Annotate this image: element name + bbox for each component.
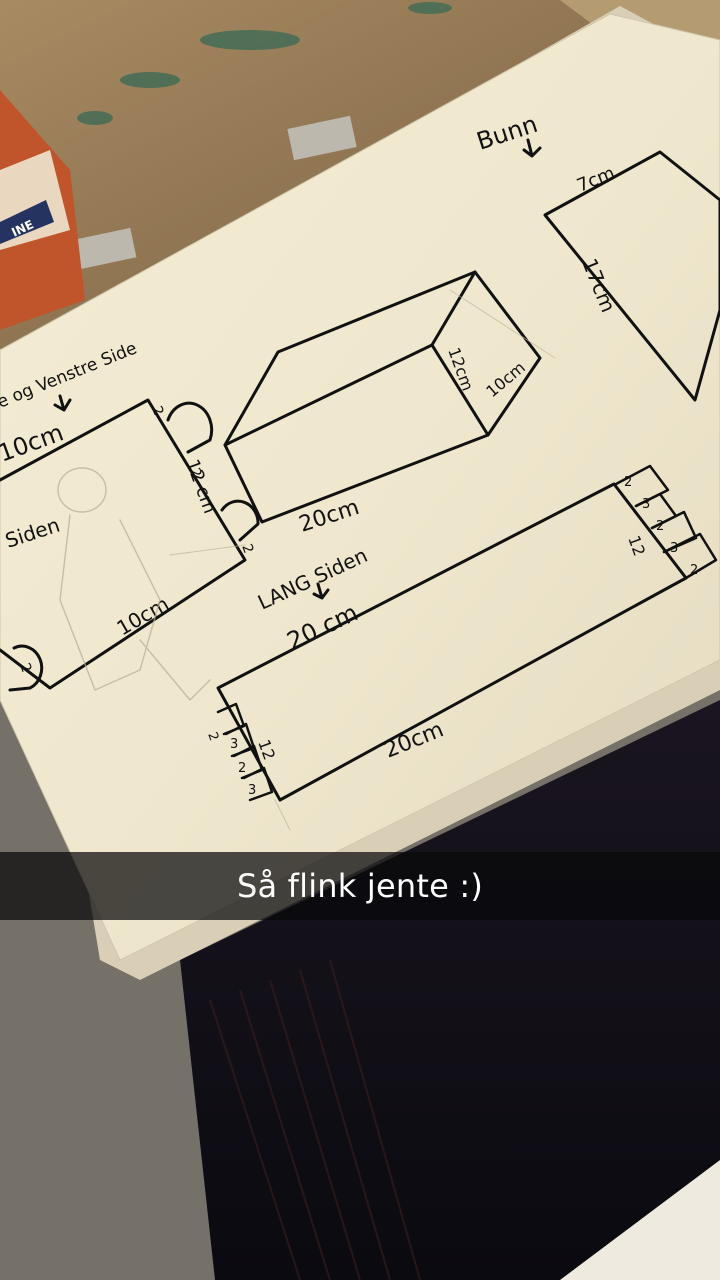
paper-sheet	[0, 13, 720, 961]
paper-corner-bottom	[560, 1160, 720, 1280]
metal-clip	[287, 115, 357, 161]
caption-text: Så flink jente :)	[236, 867, 484, 905]
tab-num: 3	[642, 497, 650, 512]
bottom-panel	[543, 150, 720, 402]
tabs-left	[216, 702, 274, 802]
arrow	[522, 138, 542, 158]
tab-left-top	[166, 401, 214, 454]
pencil-doodle	[57, 467, 211, 701]
arrow	[312, 582, 330, 600]
tab-num: 2	[656, 519, 664, 534]
tabs-right	[614, 464, 718, 580]
left-panel	[0, 398, 247, 690]
tab-num: 3	[670, 541, 678, 556]
box-3d-side	[473, 270, 542, 437]
metal-clip	[69, 227, 137, 271]
dark-fabric	[180, 700, 720, 1280]
tab-num: 3	[230, 737, 238, 752]
arrow	[53, 394, 72, 412]
tab-left-bottom	[220, 499, 260, 542]
pencil-guides	[169, 289, 556, 831]
fabric-texture	[209, 959, 421, 1280]
tab-num: 2	[238, 761, 246, 776]
paint-smudges	[77, 2, 452, 125]
box-3d-top	[223, 270, 477, 447]
tab-num: 2	[624, 475, 632, 490]
caption-bar: Så flink jente :)	[0, 852, 720, 920]
tab-left-mid	[8, 644, 44, 692]
tab-num: 3	[248, 783, 256, 798]
tab-num: 2	[690, 563, 698, 578]
cardboard-box: INE	[0, 90, 85, 330]
